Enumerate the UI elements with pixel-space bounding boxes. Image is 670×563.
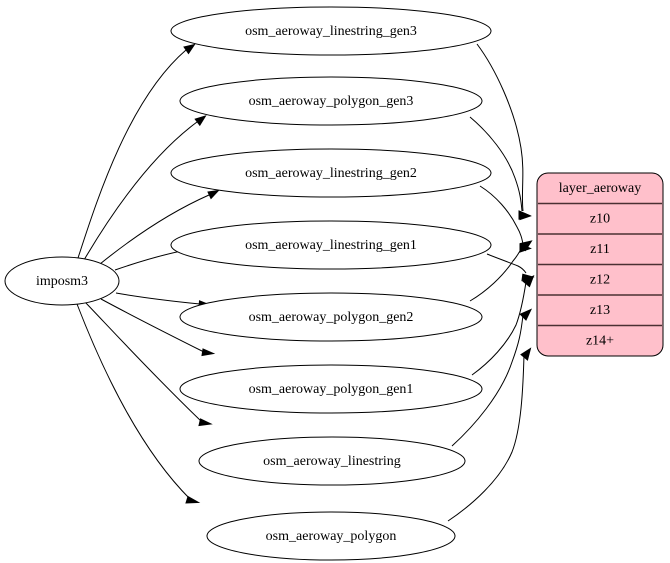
node-imposm3[interactable]: imposm3 xyxy=(4,256,120,306)
node-osm_aeroway_polygon_gen2[interactable]: osm_aeroway_polygon_gen2 xyxy=(179,292,483,342)
osm_aeroway_polygon_gen3-ellipse-shape[interactable] xyxy=(179,76,483,126)
osm_aeroway_linestring_gen3-ellipse-shape[interactable] xyxy=(170,6,492,56)
node-osm_aeroway_linestring[interactable]: osm_aeroway_linestring xyxy=(198,436,466,486)
osm_aeroway_polygon-ellipse-shape[interactable] xyxy=(206,511,456,561)
edge-osm_aeroway_linestring_gen3-to-z10 xyxy=(476,43,532,221)
edge-osm_aeroway_polygon_gen1-to-z12 xyxy=(471,274,535,376)
osm_aeroway_polygon_gen1-ellipse-shape[interactable] xyxy=(179,364,483,414)
edge-imposm3-to-osm_aeroway_polygon_gen2 xyxy=(115,292,212,309)
osm_aeroway_polygon_gen2-ellipse-shape[interactable] xyxy=(179,292,483,342)
edge-imposm3-to-osm_aeroway_polygon_gen3 xyxy=(83,115,207,261)
osm_aeroway_linestring-ellipse-shape[interactable] xyxy=(198,436,466,486)
node-osm_aeroway_polygon_gen3[interactable]: osm_aeroway_polygon_gen3 xyxy=(179,76,483,126)
edge-imposm3-to-osm_aeroway_polygon xyxy=(76,303,201,504)
edge-osm_aeroway_polygon_gen2-to-z11 xyxy=(469,240,533,302)
node-osm_aeroway_polygon[interactable]: osm_aeroway_polygon xyxy=(206,511,456,561)
imposm3-ellipse-shape[interactable] xyxy=(4,256,120,306)
node-osm_aeroway_linestring_gen2[interactable]: osm_aeroway_linestring_gen2 xyxy=(170,148,492,198)
node-osm_aeroway_linestring_gen3[interactable]: osm_aeroway_linestring_gen3 xyxy=(170,6,492,56)
edge-imposm3-to-osm_aeroway_polygon_gen1 xyxy=(100,298,216,357)
edge-imposm3-to-osm_aeroway_linestring_gen2 xyxy=(99,189,220,265)
edge-imposm3-to-osm_aeroway_linestring xyxy=(84,301,213,427)
node-osm_aeroway_linestring_gen1[interactable]: osm_aeroway_linestring_gen1 xyxy=(170,220,492,270)
node-osm_aeroway_polygon_gen1[interactable]: osm_aeroway_polygon_gen1 xyxy=(179,364,483,414)
edge-imposm3-to-osm_aeroway_linestring_gen3 xyxy=(77,43,196,259)
edge-osm_aeroway_linestring_gen1-to-z12 xyxy=(486,253,535,282)
osm_aeroway_linestring_gen1-ellipse-shape[interactable] xyxy=(170,220,492,270)
edge-osm_aeroway_linestring-to-z13 xyxy=(451,308,533,447)
osm_aeroway_linestring_gen2-ellipse-shape[interactable] xyxy=(170,148,492,198)
edge-osm_aeroway_polygon-to-z14 xyxy=(447,347,532,522)
edge-group-tables-to-layer xyxy=(447,43,535,522)
node-layer_aeroway[interactable]: layer_aeroway z10 z11 z12 z13 z14+ xyxy=(536,172,664,357)
edge-osm_aeroway_polygon_gen3-to-z10 xyxy=(469,116,531,220)
